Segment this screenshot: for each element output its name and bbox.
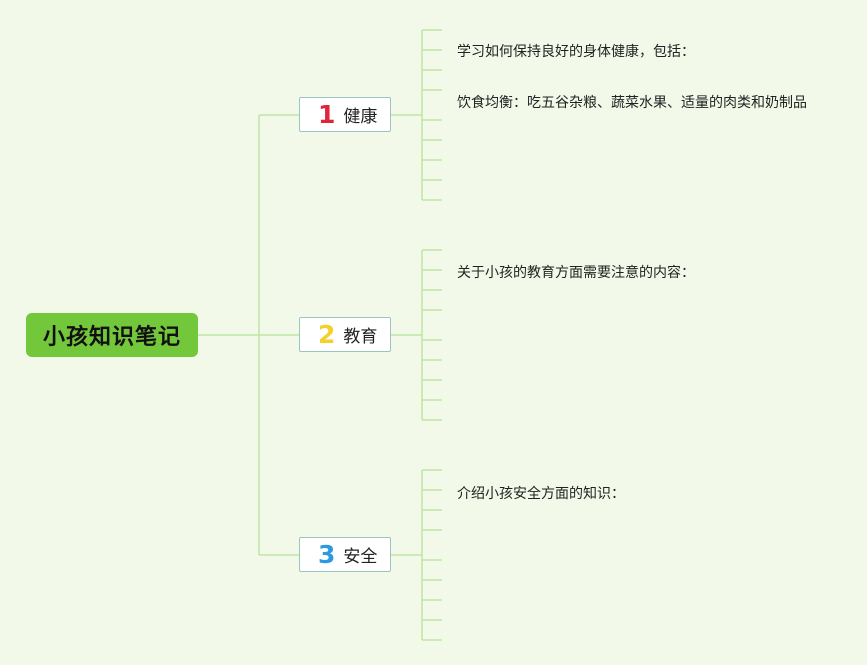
root-title: 小孩知识笔记: [42, 325, 181, 350]
note-health-intro[interactable]: 学习如何保持良好的身体健康，包括：: [457, 44, 695, 60]
note-education-intro[interactable]: 关于小孩的教育方面需要注意的内容：: [457, 265, 695, 281]
branch-health[interactable]: 1 健康: [299, 97, 391, 132]
number-1-icon: 1: [318, 100, 336, 129]
number-3-icon: 3: [318, 540, 336, 569]
note-safety-intro[interactable]: 介绍小孩安全方面的知识：: [457, 486, 625, 502]
branch-label: 健康: [343, 107, 378, 127]
number-2-icon: 2: [318, 320, 336, 349]
branch-safety[interactable]: 3 安全: [299, 537, 391, 572]
branch-label: 安全: [343, 547, 378, 567]
branch-label: 教育: [343, 327, 378, 347]
branch-education[interactable]: 2 教育: [299, 317, 391, 352]
root-topic[interactable]: 小孩知识笔记: [26, 313, 198, 357]
note-health-diet[interactable]: 饮食均衡：吃五谷杂粮、蔬菜水果、适量的肉类和奶制品: [457, 95, 807, 111]
